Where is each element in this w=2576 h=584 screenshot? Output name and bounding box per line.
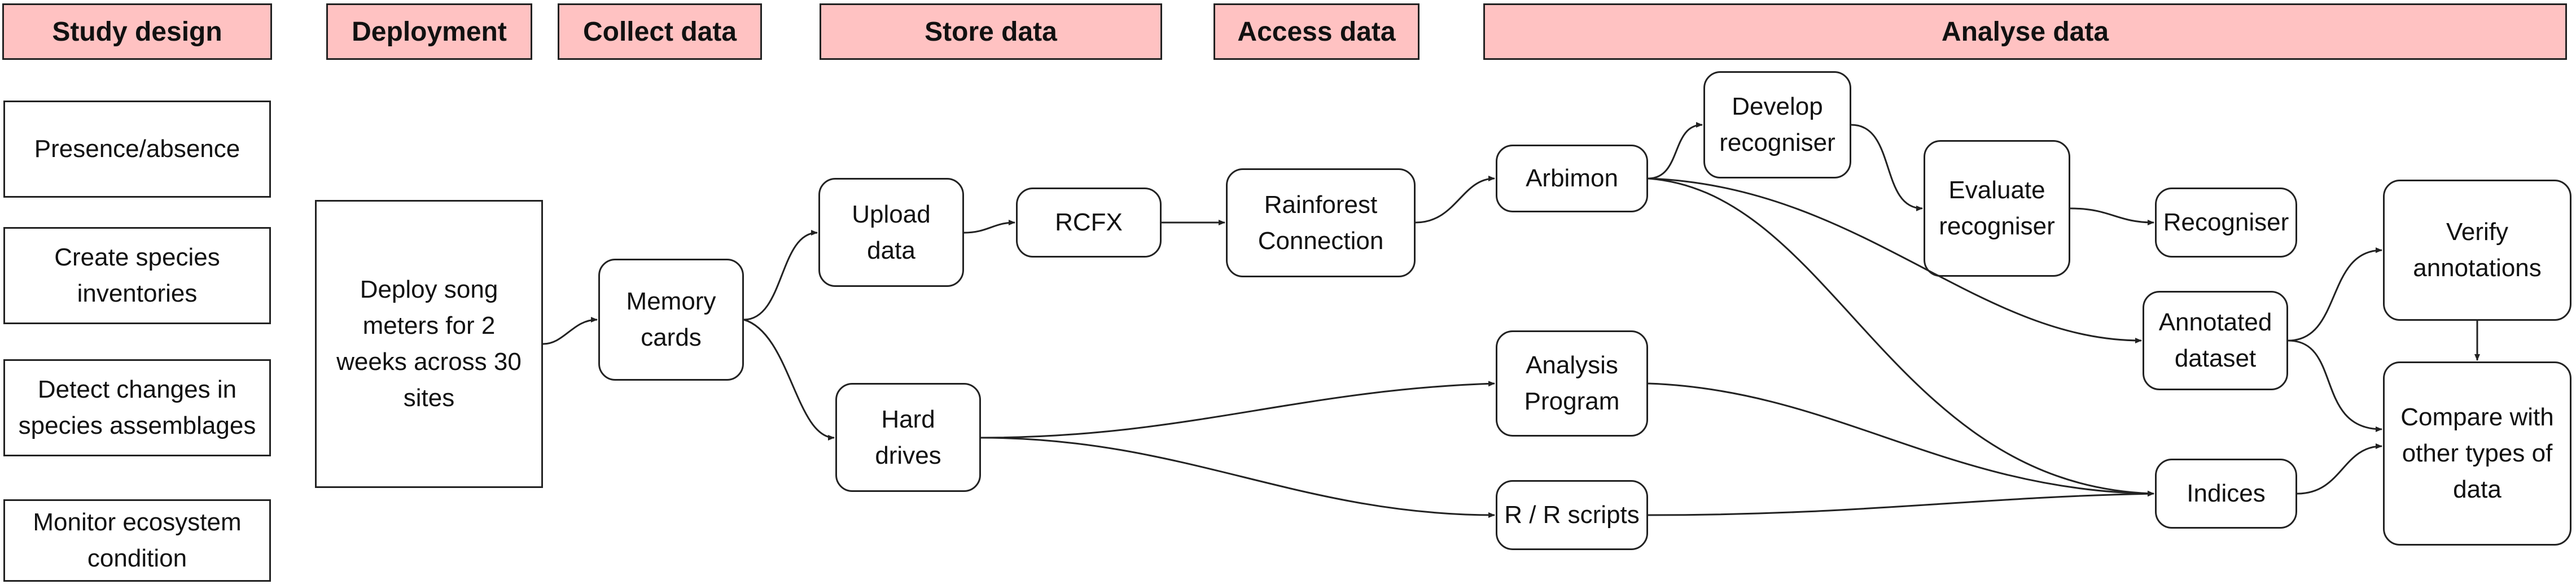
arrow-indices-to-compare [2297,443,2382,495]
header-access-data: Access data [1213,3,1420,60]
arrow-develop-to-evaluate [1851,124,1923,211]
rcfx-node: RCFX [1016,188,1162,258]
species-inventories-box: Create species inventories [3,227,271,324]
presence-absence-box: Presence/absence [3,101,271,198]
header-study-design: Study design [2,3,272,60]
arrow-memory-to-upload [743,230,818,321]
arbimon-node: Arbimon [1496,145,1648,212]
analysis-program-node: Analysis Program [1496,330,1648,437]
arrow-upload-to-rcfx [963,220,1015,234]
deploy-song-meters-box: Deploy song meters for 2 weeks across 30… [315,200,543,488]
arrow-deploy-to-memory [542,317,598,345]
evaluate-recogniser-node: Evaluate recogniser [1924,140,2070,277]
verify-annotations-node: Verify annotations [2383,180,2571,321]
upload-data-node: Upload data [818,178,964,287]
recogniser-node: Recogniser [2155,188,2297,258]
arrow-arbimon-to-develop [1648,122,1703,180]
arrow-arbimon-to-indices [1648,177,2154,496]
compare-node: Compare with other types of data [2383,361,2571,546]
indices-node: Indices [2155,459,2297,529]
arrow-rscripts-to-indices [1648,491,2154,516]
develop-recogniser-node: Develop recogniser [1703,71,1851,178]
r-scripts-node: R / R scripts [1496,480,1648,550]
header-deployment: Deployment [326,3,532,60]
hard-drives-node: Hard drives [835,383,981,492]
header-store-data: Store data [820,3,1162,60]
header-collect-data: Collect data [558,3,762,60]
monitor-ecosystem-box: Monitor ecosystem condition [3,499,271,582]
arrow-arbimon-to-annotated [1648,177,2142,343]
arrow-evaluate-to-recogniser [2070,207,2154,225]
arrow-rainforest-to-arbimon [1415,176,1495,224]
arrow-analysis-to-indices [1648,382,2154,496]
arrow-harddrives-to-rscripts [980,437,1495,518]
arrow-annotated-to-compare [2288,339,2382,432]
arrow-annotated-to-verify [2288,247,2382,342]
annotated-dataset-node: Annotated dataset [2143,291,2288,390]
arrow-harddrives-to-analysis [980,381,1495,439]
detect-changes-box: Detect changes in species assemblages [3,359,271,456]
memory-cards-node: Memory cards [598,259,744,381]
rainforest-connection-node: Rainforest Connection [1226,168,1416,277]
arrow-memory-to-harddrives [743,319,835,441]
header-analyse-data: Analyse data [1483,3,2567,60]
